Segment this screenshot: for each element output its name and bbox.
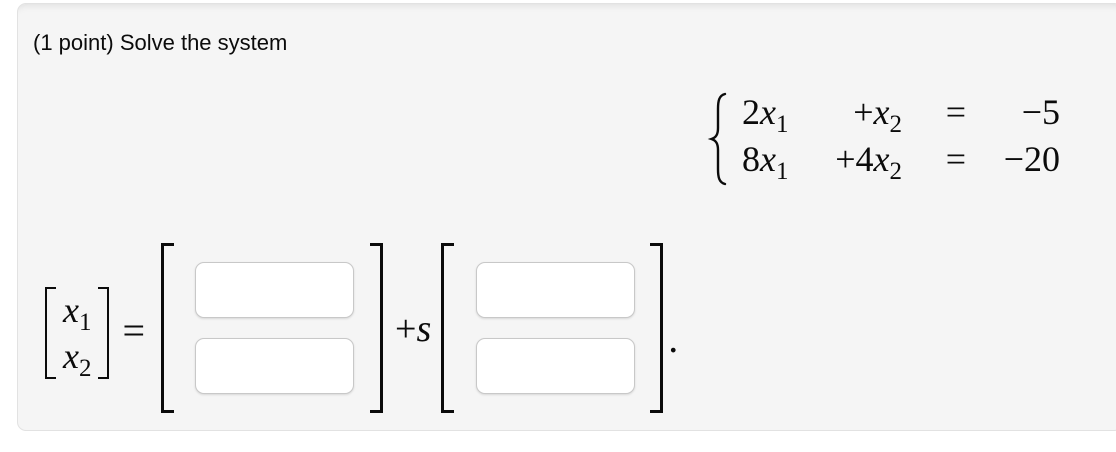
eq2-equals: = <box>945 139 966 179</box>
eq1-term2: +x2 <box>853 92 902 138</box>
bracket-right-icon <box>98 287 110 379</box>
parameter-s: s <box>416 308 432 350</box>
bracket-left-icon <box>45 287 56 379</box>
answer-vector-2 <box>441 243 664 413</box>
equals-sign: = <box>122 307 146 353</box>
bracket-left-icon <box>441 243 455 413</box>
answer-input-1-2[interactable] <box>195 338 355 394</box>
bracket-right-icon <box>370 243 384 413</box>
lhs-vector: x1 x2 <box>45 287 110 382</box>
bracket-left-icon <box>161 243 175 413</box>
answer-input-1-1[interactable] <box>195 262 355 318</box>
plus-s-term: +s <box>395 307 431 351</box>
vector-entry-x2: x2 <box>63 335 92 382</box>
eq1-rhs: −5 <box>1021 92 1060 132</box>
eq1-equals: = <box>945 92 966 132</box>
answer-equation: x1 x2 = +s . <box>45 243 678 413</box>
answer-vector-1 <box>161 243 384 413</box>
eq1-term1: 2x1 <box>742 92 789 138</box>
answer-input-2-1[interactable] <box>476 262 636 318</box>
eq2-rhs: −20 <box>1003 139 1060 179</box>
vector-entry-x1: x1 <box>63 289 92 336</box>
plus-operator: + <box>395 308 417 350</box>
answer-input-2-2[interactable] <box>476 338 636 394</box>
system-of-equations: 2x1 +x2 = −5 8x1 +4x2 = −20 <box>742 89 1060 185</box>
problem-statement: (1 point) Solve the system <box>33 30 288 55</box>
sentence-period: . <box>668 315 679 361</box>
eq2-term1: 8x1 <box>742 139 789 185</box>
eq2-term2: +4x2 <box>835 139 902 185</box>
bracket-right-icon <box>650 243 664 413</box>
system-brace-icon <box>707 92 727 186</box>
